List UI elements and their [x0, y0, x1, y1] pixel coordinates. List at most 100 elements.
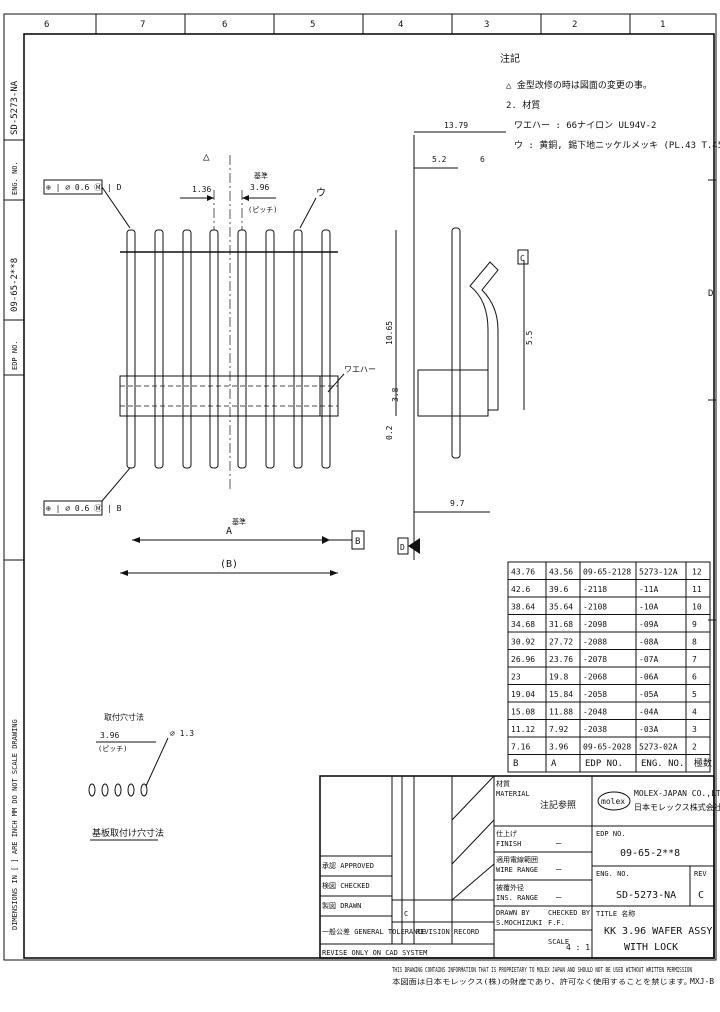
table-cell: -2118 — [583, 585, 607, 594]
dim-6: 6 — [480, 155, 485, 164]
note-2a: ワエハー : 66ナイロン UL94V-2 — [514, 120, 656, 131]
edp-value: 09-65-2**8 — [620, 848, 680, 859]
table-cell: 09-65-2028 — [583, 743, 631, 752]
left-edp-value: 09-65-2**8 — [10, 258, 20, 312]
approved-label: 承認 APPROVED — [322, 861, 374, 870]
material-value: 注記参照 — [540, 799, 576, 811]
dim-10-65: 10.65 — [385, 321, 394, 345]
table-cell: -2088 — [583, 638, 607, 647]
pin — [321, 229, 331, 469]
pin-array — [126, 229, 331, 469]
datum-d: D — [400, 543, 405, 552]
table-cell: 23.76 — [549, 655, 573, 664]
table-cell: 19.8 — [549, 673, 568, 682]
left-dimension-note: DIMENSIONS IN [ ] ARE INCH MM DO NOT SCA… — [11, 719, 19, 930]
table-cell: 9 — [692, 620, 697, 629]
footer-notice-jp: 本図面は日本モレックス(株)の財産であり、許可なく使用することを禁じます。 — [392, 977, 692, 986]
table-cell: -03A — [639, 725, 658, 734]
pin — [182, 229, 192, 469]
table-cell: 15.84 — [549, 690, 573, 699]
table-header: B — [513, 759, 518, 769]
finish-value: — — [556, 839, 562, 849]
table-cell: 26.96 — [511, 655, 535, 664]
wire-label: 適用電線範囲 — [496, 855, 538, 864]
hole-detail: 取付穴寸法 3.96 (ピッチ) ∅ 1.3 基板取付け穴寸法 — [88, 712, 194, 841]
pin — [265, 229, 275, 469]
table-cell: 3.96 — [549, 743, 568, 752]
table-cell: 2 — [692, 743, 697, 752]
footer-code: MXJ-B — [690, 977, 714, 986]
table-cell: -2048 — [583, 708, 607, 717]
top-zone-ticks — [95, 14, 631, 34]
table-cell: -11A — [639, 585, 658, 594]
zone-label: 3 — [484, 20, 489, 30]
ins-label-en: INS. RANGE — [496, 894, 538, 902]
checked-label: 検図 CHECKED — [322, 881, 370, 890]
zone-label: 6 — [222, 20, 227, 30]
table-cell: -10A — [639, 603, 658, 612]
zone-label: 1 — [660, 20, 665, 30]
wire-value: — — [556, 865, 562, 875]
pin — [126, 229, 136, 469]
table-cell: 31.68 — [549, 620, 573, 629]
table-cell: 11.12 — [511, 725, 535, 734]
table-cell: -2108 — [583, 603, 607, 612]
table-cell: -09A — [639, 620, 658, 629]
table-cell: 43.76 — [511, 568, 535, 577]
title-value-2: WITH LOCK — [624, 942, 678, 953]
general-tolerance: 一般公差 GENERAL TOLERANCE — [322, 927, 426, 936]
left-eng-label: ENG. NO. — [11, 161, 19, 195]
dim-9-7: 9.7 — [450, 499, 465, 508]
notes-title: 注記 — [500, 52, 520, 65]
material-label: 材質 — [496, 779, 510, 788]
table-cell: -05A — [639, 690, 658, 699]
table-cell: 35.64 — [549, 603, 573, 612]
rev-label: REV — [694, 870, 707, 878]
zone-label: 5 — [310, 20, 315, 30]
revise-note: REVISE ONLY ON CAD SYSTEM — [322, 949, 427, 957]
table-cell: -2078 — [583, 655, 607, 664]
drawn-by-label: DRAWN BY — [496, 909, 531, 917]
tolerance-frame-top: ⊕ | ∅ 0.6 Ⓜ | D — [46, 183, 122, 192]
dim-b: (B) — [220, 559, 238, 570]
left-title-strip: SD-5273-NA ENG. NO. 09-65-2**8 EDP NO. D… — [4, 80, 24, 930]
table-cell: 15.08 — [511, 708, 535, 717]
finish-label: 仕上げ — [496, 829, 517, 838]
table-cell: -2058 — [583, 690, 607, 699]
table-cell: 7.16 — [511, 743, 530, 752]
notes-block: 注記 △ 金型改修の時は図面の変更の事。 2. 材質 ワエハー : 66ナイロン… — [500, 52, 720, 151]
left-edp-label: EDP NO. — [11, 340, 19, 370]
table-cell: 11 — [692, 585, 702, 594]
material-label-en: MATERIAL — [496, 790, 530, 798]
zone-label: 2 — [572, 20, 577, 30]
dim-a: A — [226, 526, 232, 537]
table-cell: 38.64 — [511, 603, 535, 612]
table-cell: -06A — [639, 673, 658, 682]
rev-mark-c: C — [404, 910, 408, 918]
title-value: KK 3.96 WAFER ASSY — [604, 926, 712, 937]
datum-c: C — [520, 254, 525, 263]
company-en: MOLEX-JAPAN CO.,LTD. — [634, 789, 720, 798]
pin — [293, 229, 303, 469]
zone-label: 4 — [398, 20, 403, 30]
hole-diameter: ∅ 1.3 — [170, 729, 194, 738]
side-view: 13.79 5.2 6 10.65 5.5 3.8 0.2 9.7 C D — [385, 121, 534, 560]
table-cell: -2098 — [583, 620, 607, 629]
dim-pitch-label: (ピッチ) — [248, 206, 277, 214]
pin-callout: ウ — [316, 187, 326, 199]
dim-13-79: 13.79 — [444, 121, 468, 130]
table-header: ENG. NO. — [641, 759, 684, 769]
company-jp: 日本モレックス株式会社 — [634, 802, 720, 812]
hole-detail-title: 取付穴寸法 — [104, 712, 144, 722]
delta-mark: △ — [203, 150, 210, 163]
table-header: 極数 — [694, 757, 712, 769]
hole-pitch-note: (ピッチ) — [98, 745, 127, 753]
datum-b: B — [355, 537, 360, 547]
checked-by-name: F.F. — [548, 919, 565, 927]
table-cell: 09-65-2128 — [583, 568, 631, 577]
table-cell: 5 — [692, 690, 697, 699]
checked-by-label: CHECKED BY — [548, 909, 591, 917]
pin — [154, 229, 164, 469]
